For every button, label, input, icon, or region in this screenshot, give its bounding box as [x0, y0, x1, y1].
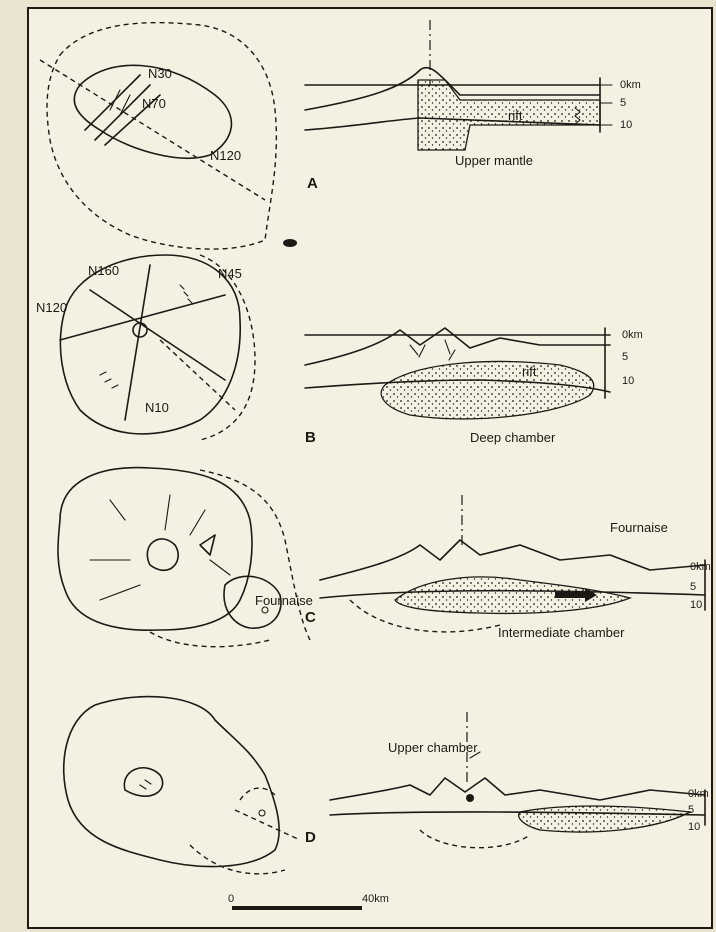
stage-a-letter: A — [307, 175, 318, 192]
stage-b-trend-n10: N10 — [145, 400, 169, 415]
stage-b-depth-10: 10 — [622, 375, 634, 387]
stage-c-letter: C — [305, 609, 316, 626]
stage-a-upper-mantle-label: Upper mantle — [455, 153, 533, 168]
scale-bar-start-label: 0 — [228, 893, 234, 905]
small-island-mark — [283, 239, 297, 247]
stage-b-deep-chamber-label: Deep chamber — [470, 430, 556, 445]
scale-bar-end-label: 40km — [362, 893, 389, 905]
stage-c-depth-10: 10 — [690, 599, 702, 611]
stage-b-depth-5: 5 — [622, 351, 628, 363]
stage-c-fournaise-section-label: Fournaise — [610, 520, 668, 535]
stage-b-depth-0: 0km — [622, 329, 643, 341]
stage-a-depth-5: 5 — [620, 97, 626, 109]
stage-d-depth-0: 0km — [688, 788, 709, 800]
stage-d-upper-chamber-label: Upper chamber — [388, 740, 478, 755]
stage-b-trend-n45: N45 — [218, 266, 242, 281]
stage-d-depth-5: 5 — [688, 804, 694, 816]
stage-d-depth-10: 10 — [688, 821, 700, 833]
stage-a-trend-n70: N70 — [142, 96, 166, 111]
stage-b-letter: B — [305, 429, 316, 446]
stage-c-depth-0: 0km — [690, 561, 711, 573]
stage-c-intermediate-chamber-label: Intermediate chamber — [498, 625, 625, 640]
stage-d-letter: D — [305, 829, 316, 846]
stage-a-trend-n120: N120 — [210, 148, 241, 163]
stage-a-trend-n30: N30 — [148, 66, 172, 81]
stage-a-rift-label: rift — [508, 108, 523, 123]
stage-b-trend-n120: N120 — [36, 300, 67, 315]
stage-a-depth-0: 0km — [620, 79, 641, 91]
stage-b-rift-label: rift — [522, 364, 537, 379]
stage-c-fournaise-map-label: Fournaise — [255, 593, 313, 608]
stage-b-trend-n160: N160 — [88, 263, 119, 278]
stage-a-depth-10: 10 — [620, 119, 632, 131]
stage-c-depth-5: 5 — [690, 581, 696, 593]
stage-d-upper-chamber — [466, 794, 474, 802]
